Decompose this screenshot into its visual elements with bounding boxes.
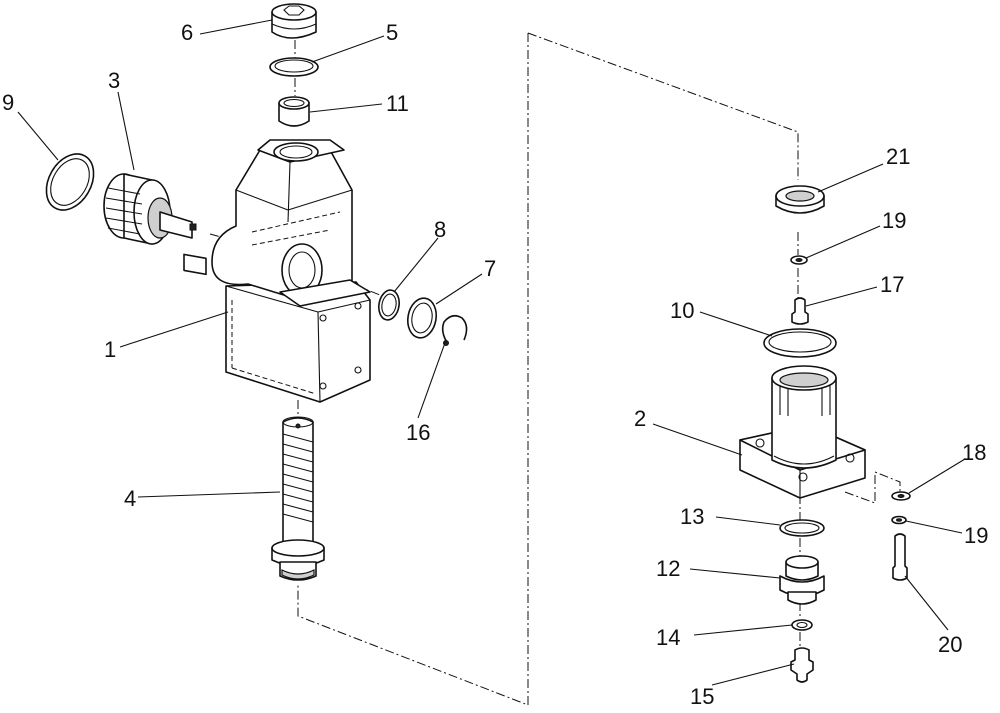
part-6-hex-plug — [271, 3, 317, 39]
part-13-o-ring — [779, 519, 825, 537]
callout-4: 4 — [124, 486, 136, 511]
part-9-o-ring — [45, 153, 95, 211]
callout-9: 9 — [2, 90, 14, 115]
part-4-spring-piston — [271, 416, 325, 581]
part-7-ring — [406, 297, 438, 339]
callout-11: 11 — [386, 91, 409, 116]
part-12-fitting — [779, 555, 825, 605]
part-10-o-ring — [763, 328, 837, 358]
callout-17: 17 — [880, 272, 904, 297]
callout-6: 6 — [181, 20, 193, 45]
callout-12: 12 — [656, 556, 680, 581]
part-14-washer — [791, 619, 813, 631]
callout-20: 20 — [938, 632, 962, 657]
callout-5: 5 — [386, 20, 398, 45]
part-8-ring — [378, 289, 400, 321]
part-15-nipple — [790, 647, 814, 683]
callout-1: 1 — [104, 337, 116, 362]
callout-labels: 1 2 3 4 5 6 7 8 9 10 11 12 13 14 15 16 1… — [2, 20, 988, 709]
part-21-seal-ring — [775, 185, 825, 214]
callout-21: 21 — [886, 144, 910, 169]
part-5-o-ring — [269, 57, 319, 77]
callout-3: 3 — [108, 68, 120, 93]
part-1-gearbox-body — [211, 139, 371, 403]
part-19-washer-lower — [891, 515, 907, 525]
callout-2: 2 — [634, 406, 646, 431]
callout-16: 16 — [406, 420, 430, 445]
callout-19-lower: 19 — [964, 523, 988, 548]
callout-10: 10 — [670, 298, 694, 323]
callout-7: 7 — [484, 256, 496, 281]
part-17-pin — [791, 297, 809, 325]
part-18-washer — [891, 491, 911, 501]
leader-lines — [17, 19, 966, 686]
callout-15: 15 — [690, 684, 714, 709]
callout-19-top: 19 — [882, 208, 906, 233]
part-3-gear-cartridge — [103, 173, 207, 276]
part-20-bolt — [892, 533, 908, 581]
part-16-retaining-clip — [441, 314, 468, 346]
part-2-flanged-base — [739, 365, 866, 499]
part-11-bushing — [278, 96, 310, 127]
callout-14: 14 — [656, 625, 680, 650]
callout-13: 13 — [680, 504, 704, 529]
part-19-washer-top — [790, 255, 808, 265]
callout-8: 8 — [434, 217, 446, 242]
callout-18: 18 — [962, 440, 986, 465]
